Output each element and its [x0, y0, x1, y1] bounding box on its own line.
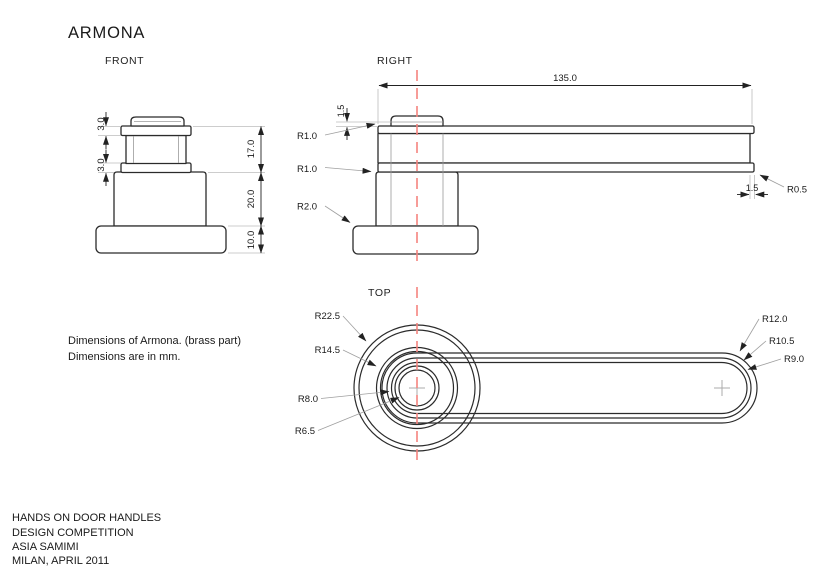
top-callout-r225-text: R22.5	[315, 311, 340, 322]
front-dim-17-text: 17.0	[246, 140, 257, 159]
top-callout-r145: R14.5	[315, 345, 377, 367]
top-grip-mid	[386, 357, 752, 419]
top-callout-r65: R6.5	[295, 397, 400, 437]
front-dim-heights: 17.0 20.0 10.0	[246, 126, 264, 254]
note-line-2: Dimensions are in mm.	[68, 351, 180, 363]
front-view: FRONT 3.0	[95, 55, 265, 254]
front-dim-flange-bottom-text: 3.0	[96, 158, 107, 171]
notes-block: Dimensions of Armona. (brass part) Dimen…	[68, 335, 241, 363]
right-callout-r1-top-text: R1.0	[297, 131, 317, 142]
top-callout-r9-text: R9.0	[784, 354, 804, 365]
right-dim-length: 135.0	[377, 73, 753, 124]
front-view-label: FRONT	[105, 55, 144, 67]
credits-line-3: ASIA SAMIMI	[12, 541, 79, 553]
top-callout-r9: R9.0	[747, 354, 804, 370]
right-callout-r05: R0.5	[759, 174, 807, 196]
credits-block: HANDS ON DOOR HANDLES DESIGN COMPETITION…	[12, 512, 161, 567]
top-view: TOP R22.5 R14.5	[295, 287, 804, 467]
top-callout-r65-text: R6.5	[295, 426, 315, 437]
front-upper-flange	[120, 125, 192, 137]
right-dim-lip-text: 1.5	[336, 105, 346, 118]
credits-line-1: HANDS ON DOOR HANDLES	[12, 512, 161, 524]
top-callout-r225: R22.5	[315, 311, 367, 342]
front-neck	[125, 134, 187, 165]
right-view: RIGHT 135.0 1.5	[297, 55, 807, 262]
right-dim-lip: 1.5	[336, 105, 391, 140]
front-dim-flange-top: 3.0	[96, 112, 109, 149]
top-callout-r12: R12.0	[739, 314, 787, 352]
credits-line-2: DESIGN COMPETITION	[12, 527, 134, 539]
front-dim-20-text: 20.0	[246, 190, 257, 209]
right-grip-top-plate	[377, 125, 755, 135]
front-dim-10-text: 10.0	[246, 231, 257, 250]
top-callout-r8-text: R8.0	[298, 394, 318, 405]
front-dim-flange-top-text: 3.0	[96, 117, 107, 130]
top-grip-inner	[390, 361, 748, 415]
right-callout-r1-neck-text: R1.0	[297, 164, 317, 175]
top-callout-r145-text: R14.5	[315, 345, 340, 356]
top-part-outline	[353, 324, 758, 452]
right-callout-r1-neck: R1.0	[297, 164, 372, 175]
front-base	[95, 225, 227, 254]
right-dim-tip: 1.5	[737, 175, 768, 199]
note-line-1: Dimensions of Armona. (brass part)	[68, 335, 241, 347]
right-callout-r2-base-text: R2.0	[297, 202, 317, 213]
front-lower-flange	[120, 162, 192, 174]
right-dim-tip-text: 1.5	[746, 183, 759, 193]
front-mid-block	[113, 171, 207, 227]
page-title: ARMONA	[68, 24, 145, 42]
top-grip-outer	[381, 352, 758, 424]
right-part-outline	[352, 115, 755, 255]
right-cap	[390, 115, 444, 127]
top-view-label: TOP	[368, 287, 391, 299]
front-dim-flange-bottom: 3.0	[96, 149, 109, 186]
top-callout-r105-text: R10.5	[769, 336, 794, 347]
right-base	[352, 225, 479, 255]
credits-line-4: MILAN, APRIL 2011	[12, 555, 109, 567]
top-callout-r8: R8.0	[298, 389, 390, 405]
top-center-mark-right	[714, 380, 730, 396]
right-view-label: RIGHT	[377, 55, 413, 67]
right-grip-bottom-plate	[377, 162, 755, 173]
right-callout-r1-top: R1.0	[297, 122, 376, 142]
top-callout-r12-text: R12.0	[762, 314, 787, 325]
right-callout-r05-text: R0.5	[787, 185, 807, 196]
top-callout-r105: R10.5	[743, 336, 794, 361]
right-dim-135-text: 135.0	[553, 73, 577, 84]
right-callout-r2-base: R2.0	[297, 202, 351, 223]
right-grip-body	[377, 132, 751, 164]
front-part-outline	[95, 116, 227, 254]
